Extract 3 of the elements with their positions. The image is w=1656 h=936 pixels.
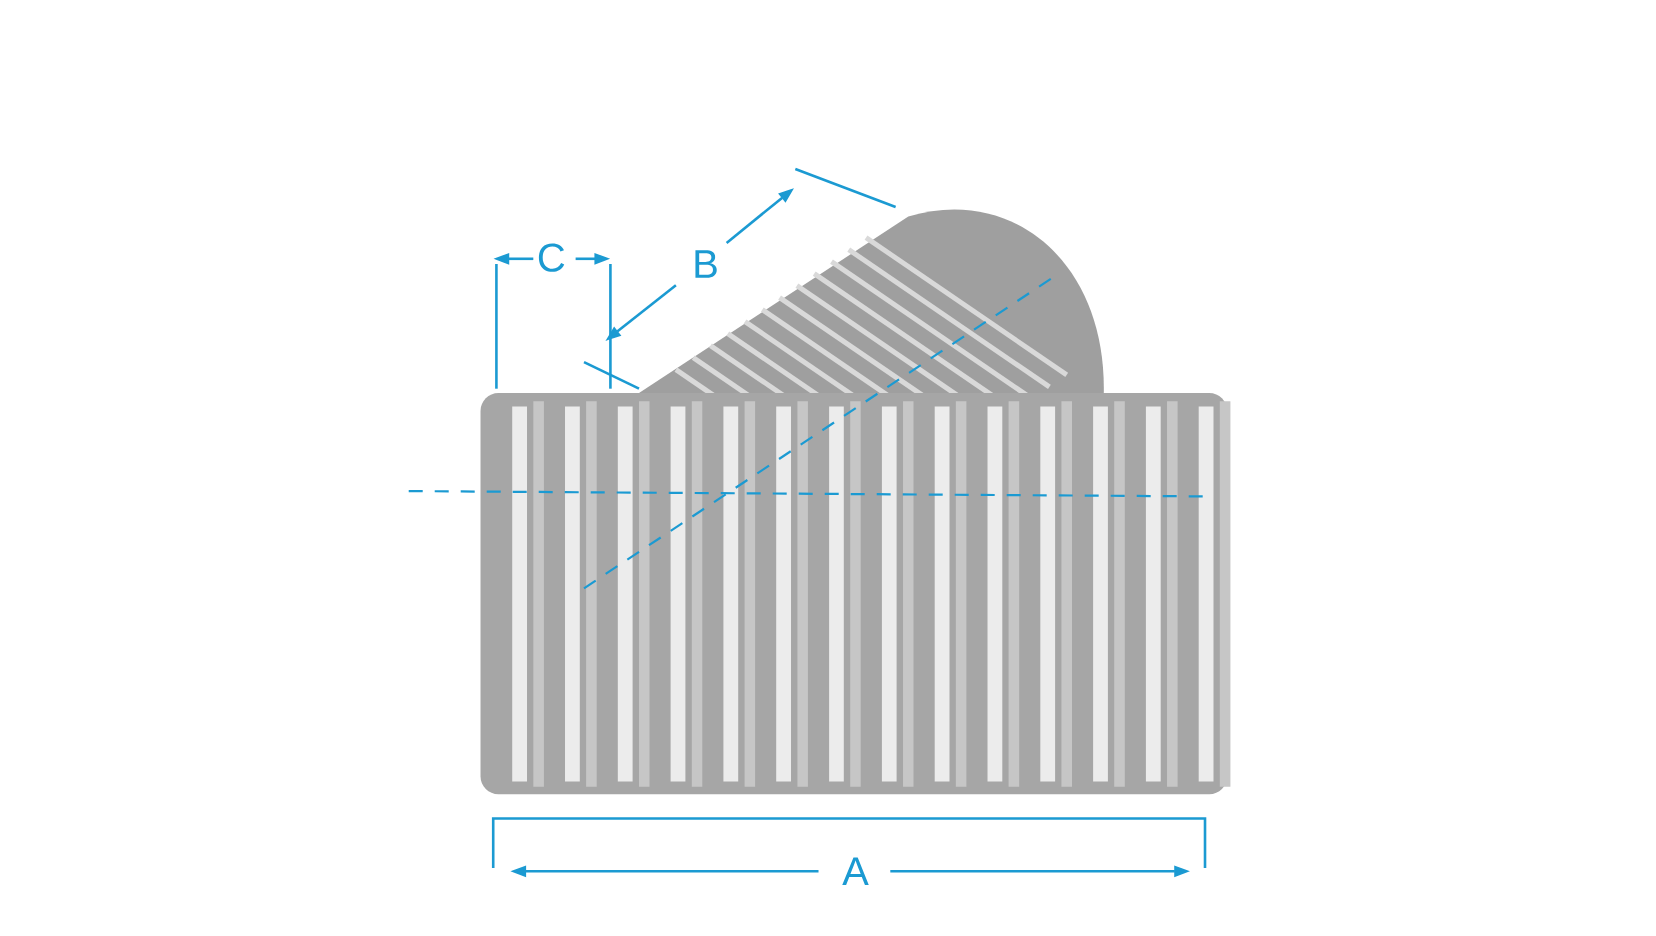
dimension-label: A xyxy=(842,857,869,886)
dimension-label: C xyxy=(538,243,565,272)
dimension-label: B xyxy=(695,250,717,278)
